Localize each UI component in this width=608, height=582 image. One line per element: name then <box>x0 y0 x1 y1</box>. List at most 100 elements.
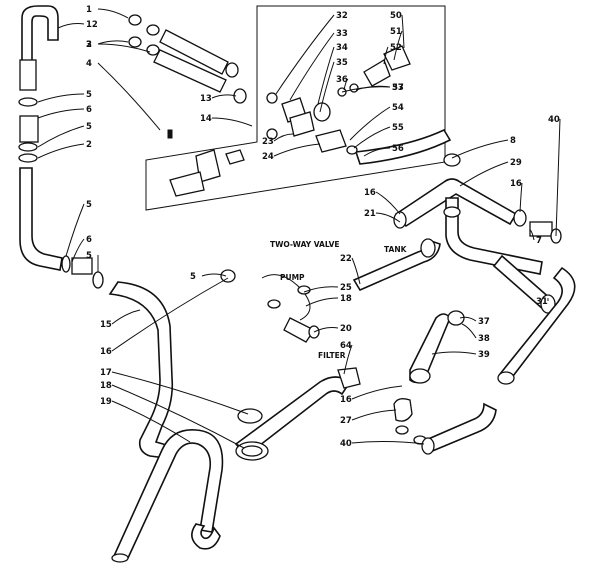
callout-leader-64 <box>343 344 353 375</box>
part-number-23: 23 <box>262 137 274 147</box>
part-number-callouts: 1122345652565131432333435363750515253545… <box>37 5 561 449</box>
part-number-14: 14 <box>200 114 212 124</box>
part-number-5: 5 <box>86 90 92 100</box>
callout-leader-6 <box>37 108 85 119</box>
part-number-24: 24 <box>262 152 274 162</box>
callout-leader-56 <box>363 147 391 157</box>
part-number-16: 16 <box>340 395 352 405</box>
pipe-31 <box>497 266 576 385</box>
part-number-56: 56 <box>392 144 404 154</box>
callout-leader-55 <box>353 126 391 149</box>
callout-leader-21 <box>375 212 401 223</box>
callout-leader-29 <box>459 161 509 187</box>
callout-leader-17 <box>111 371 249 415</box>
callout-leader-19 <box>111 400 191 443</box>
detail-inset-frame <box>145 5 446 211</box>
part-number-39: 39 <box>478 350 490 360</box>
callout-leader-13 <box>211 94 237 99</box>
part-number-16: 16 <box>510 179 522 189</box>
part-number-33: 33 <box>336 29 348 39</box>
callout-leader-5 <box>65 203 85 257</box>
callout-leader-6 <box>71 238 85 263</box>
part-number-37: 37 <box>478 317 490 327</box>
part-number-55: 55 <box>392 123 404 133</box>
part-number-40: 40 <box>340 439 352 449</box>
pipe-18-filter <box>234 367 361 461</box>
part-number-25: 25 <box>340 283 352 293</box>
callout-leader-52 <box>383 46 389 65</box>
callout-leader-3 <box>97 43 151 53</box>
callout-leader-34 <box>317 46 335 105</box>
part-number-54: 54 <box>392 103 404 113</box>
part-number-16: 16 <box>364 188 376 198</box>
part-number-22: 22 <box>340 254 352 264</box>
callout-leader-5 <box>37 93 85 103</box>
callout-leader-12 <box>57 23 85 29</box>
part-number-51: 51 <box>390 27 402 37</box>
callout-leader-14 <box>211 117 253 127</box>
callout-leader-40 <box>555 118 561 237</box>
pipe-22-tank <box>352 238 441 292</box>
caption-tank: TANK <box>384 245 408 254</box>
caption-filter: FILTER <box>318 351 346 360</box>
part-number-29: 29 <box>510 158 522 168</box>
part-number-2: 2 <box>86 40 92 50</box>
part-number-20: 20 <box>340 324 352 334</box>
part-number-6: 6 <box>86 105 92 115</box>
part-number-31: 31 <box>536 297 548 307</box>
callout-leader-22 <box>351 257 361 285</box>
part-number-17: 17 <box>100 368 112 378</box>
part-number-2: 2 <box>86 140 92 150</box>
part-number-50: 50 <box>390 11 402 21</box>
callout-leader-20 <box>313 327 339 333</box>
part-number-5: 5 <box>86 122 92 132</box>
part-number-3: 3 <box>86 40 92 50</box>
callout-leader-35 <box>319 61 335 113</box>
callout-leader-33 <box>289 32 335 101</box>
callout-leader-7 <box>529 229 535 241</box>
callout-leader-38 <box>461 323 477 339</box>
part-number-19: 19 <box>100 397 112 407</box>
callout-leader-23 <box>273 133 295 142</box>
part-number-7: 7 <box>536 236 542 246</box>
callout-leader-16 <box>519 182 523 213</box>
callout-leader-1 <box>97 8 129 19</box>
part-number-32: 32 <box>336 11 348 21</box>
callout-leader-37 <box>459 316 477 322</box>
part-number-1: 1 <box>86 5 92 15</box>
part-number-27: 27 <box>340 416 352 426</box>
part-number-5: 5 <box>190 272 196 282</box>
part-number-12: 12 <box>86 20 98 30</box>
caption-two-way-valve: TWO-WAY VALVE <box>270 240 340 249</box>
valve-detail-parts <box>128 14 411 197</box>
callout-leader-15 <box>111 309 141 325</box>
callout-leader-51 <box>393 30 403 61</box>
callout-leader-18 <box>111 384 245 449</box>
part-number-13: 13 <box>200 94 212 104</box>
part-number-18: 18 <box>100 381 112 391</box>
right-pipe-network <box>354 128 562 314</box>
callout-leader-8 <box>451 139 509 159</box>
callout-leader-4 <box>97 62 161 131</box>
part-number-52: 52 <box>390 43 402 53</box>
part-number-64: 64 <box>340 341 352 351</box>
callout-leader-25 <box>303 286 339 293</box>
callout-leader-54 <box>349 106 391 141</box>
caption-pump: PUMP <box>280 273 305 282</box>
pipe-19 <box>111 429 224 563</box>
pipe-15 <box>108 281 174 459</box>
callout-leader-16 <box>351 385 403 400</box>
pipe-40-lower <box>421 402 497 455</box>
part-number-35: 35 <box>336 58 348 68</box>
part-number-53: 53 <box>392 83 404 93</box>
left-vertical-pipe <box>18 5 104 289</box>
part-number-4: 4 <box>86 59 92 69</box>
callout-leader-53 <box>355 85 391 91</box>
part-number-18: 18 <box>340 294 352 304</box>
callout-leader-40 <box>351 440 425 445</box>
callout-leader-18 <box>305 297 339 307</box>
callout-leader-32 <box>275 14 335 95</box>
callout-leader-2 <box>37 143 85 159</box>
part-number-37: 37 <box>392 83 404 93</box>
